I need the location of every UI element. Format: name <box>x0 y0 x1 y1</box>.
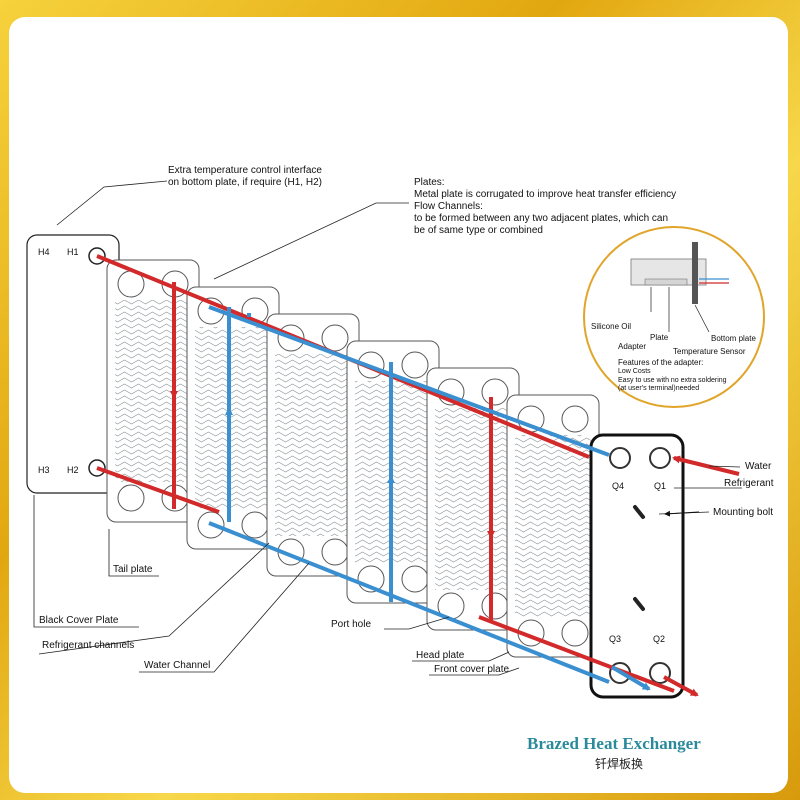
port-label-h4: H4 <box>38 247 50 257</box>
port-hole <box>561 619 589 647</box>
adapter-inset-drawing <box>583 226 765 408</box>
port-q4 <box>609 447 631 469</box>
inset-features-title: Features of the adapter: <box>618 358 704 367</box>
leader-line <box>412 651 510 662</box>
water-outlet-arrow <box>610 665 651 691</box>
flow-channels-line2: be of same type or combined <box>414 225 543 236</box>
label-water: Water <box>745 461 772 472</box>
label-head-plate: Head plate <box>416 650 465 661</box>
port-label-q1: Q1 <box>654 481 667 491</box>
leader-line <box>38 542 270 655</box>
flow-channels-heading: Flow Channels: <box>414 201 483 212</box>
diagram-panel: Extra temperature control interface on b… <box>9 17 788 793</box>
mounting-bolt <box>633 505 645 519</box>
mounting-bolt-pointer <box>664 510 700 517</box>
inset-label-plate: Plate <box>650 333 669 342</box>
leader-line <box>429 667 520 676</box>
port-hole <box>117 484 145 512</box>
adapter-inset-circle <box>583 226 765 408</box>
port-hole <box>481 592 509 620</box>
refrigerant-inlet-arrow <box>672 455 740 476</box>
port-hole <box>321 538 349 566</box>
refrigerant-flow-line <box>478 615 675 693</box>
water-flow-line <box>208 305 610 457</box>
port-hole <box>401 351 429 379</box>
port-hole <box>241 511 269 539</box>
leader-line <box>384 616 450 630</box>
black-cover-plate <box>26 234 120 494</box>
refrigerant-flow-line <box>96 466 220 514</box>
plates-callout-line: Metal plate is corrugated to improve hea… <box>414 189 677 200</box>
label-refrigerant-channels: Refrigerant channels <box>42 640 135 651</box>
port-label-h1: H1 <box>67 247 79 257</box>
inset-feature-1: Low Costs <box>618 368 651 375</box>
port-hole <box>561 405 589 433</box>
temperature-sensor <box>644 278 688 286</box>
port-label-h2: H2 <box>67 465 79 475</box>
label-tail-plate: Tail plate <box>113 564 153 575</box>
leader-lines <box>33 180 742 676</box>
corrugation-pattern <box>515 435 591 617</box>
plates-callout-heading: Plates: <box>414 177 445 188</box>
flow-lines <box>96 254 740 697</box>
corrugation-pattern <box>115 300 191 482</box>
leader-line <box>213 202 409 280</box>
inset-leader <box>694 304 710 333</box>
inset-label-bottom-plate: Bottom plate <box>711 334 756 343</box>
corrugation-pattern <box>275 354 351 536</box>
corrugation-pattern <box>195 327 271 509</box>
port-label-q2: Q2 <box>653 634 666 644</box>
exploded-plate-diagram <box>26 180 765 699</box>
port-q1 <box>649 447 671 469</box>
port-label-h3: H3 <box>38 465 50 475</box>
bottom-plate-section <box>692 242 698 304</box>
extra-interface-callout-line2: on bottom plate, if require (H1, H2) <box>168 177 322 188</box>
inset-feature-2: Easy to use with no extra soldering <box>618 377 727 384</box>
flow-channels-line1: to be formed between any two adjacent pl… <box>414 213 669 224</box>
label-black-cover-plate: Black Cover Plate <box>39 615 119 626</box>
front-cover-plate <box>589 433 685 699</box>
water-flow-line <box>208 521 610 684</box>
extra-interface-callout-line1: Extra temperature control interface <box>168 165 322 176</box>
label-mounting-bolt: Mounting bolt <box>713 507 774 518</box>
mounting-bolt <box>633 597 645 611</box>
port-label-q3: Q3 <box>609 634 622 644</box>
port-hole <box>401 565 429 593</box>
corrugation-pattern <box>435 408 511 590</box>
diagram-title-chinese: 钎焊板换 <box>595 757 644 771</box>
port-hole <box>321 324 349 352</box>
leader-line <box>33 495 139 628</box>
label-port-hole: Port hole <box>331 619 372 630</box>
leader-line <box>108 529 159 577</box>
leader-line <box>56 180 168 226</box>
inset-label-silicone-oil: Silicone Oil <box>591 322 632 331</box>
leader-line <box>139 562 310 673</box>
diagram-title: Brazed Heat Exchanger <box>527 734 701 753</box>
label-water-channel: Water Channel <box>144 660 211 671</box>
label-refrigerant: Refrigerant <box>724 478 774 489</box>
port-label-q4: Q4 <box>612 481 625 491</box>
port-hole <box>481 378 509 406</box>
label-front-cover-plate: Front cover plate <box>434 664 510 675</box>
inset-feature-3: (at user's terminal)needed <box>618 385 700 392</box>
inset-label-adapter: Adapter <box>618 342 647 351</box>
leader-line <box>708 465 741 468</box>
inset-label-temperature-sensor: Temperature Sensor <box>673 347 746 356</box>
refrigerant-outlet-arrow <box>663 675 699 697</box>
